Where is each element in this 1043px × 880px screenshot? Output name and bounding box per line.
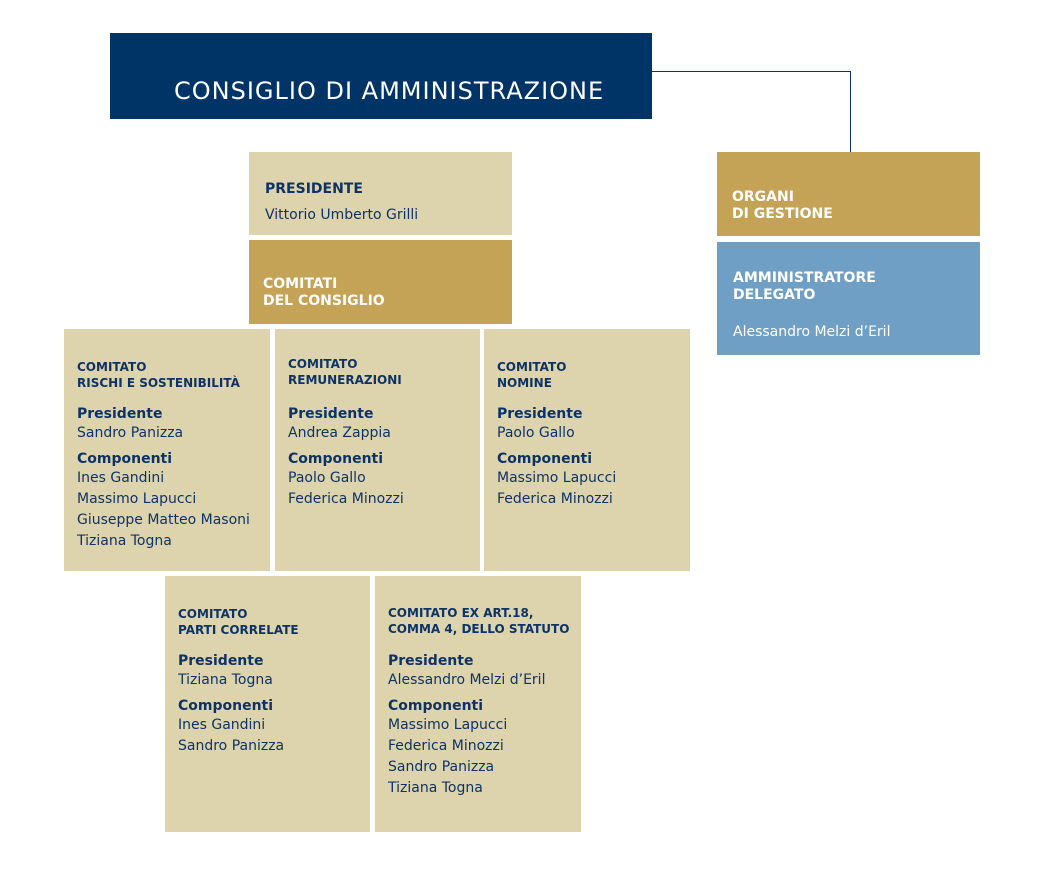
committee-member: Sandro Panizza bbox=[178, 738, 285, 754]
committee-president: Alessandro Melzi d’Eril bbox=[388, 672, 546, 688]
president-name: Vittorio Umberto Grilli bbox=[265, 207, 419, 223]
president-role-label: Presidente bbox=[178, 653, 264, 669]
committee-title: COMITATO PARTI CORRELATE bbox=[178, 607, 299, 637]
members-role-label: Componenti bbox=[288, 451, 384, 467]
committee-member: Massimo Lapucci bbox=[77, 491, 197, 507]
ceo-name: Alessandro Melzi d’Eril bbox=[733, 324, 891, 340]
president-role-label: Presidente bbox=[388, 653, 474, 669]
committees-header-box: COMITATI DEL CONSIGLIO bbox=[249, 240, 512, 324]
committee-title: COMITATO NOMINE bbox=[497, 360, 567, 390]
committee-title: COMITATO EX ART.18, COMMA 4, DELLO STATU… bbox=[388, 606, 570, 636]
president-role-label: Presidente bbox=[497, 406, 583, 422]
committee-title: COMITATO REMUNERAZIONI bbox=[288, 357, 402, 387]
committee-member: Tiziana Togna bbox=[77, 533, 172, 549]
committee-president: Sandro Panizza bbox=[77, 425, 184, 441]
president-box: PRESIDENTE Vittorio Umberto Grilli bbox=[249, 152, 512, 235]
board-title: CONSIGLIO DI AMMINISTRAZIONE bbox=[174, 77, 605, 105]
connector-vertical bbox=[850, 71, 851, 152]
members-role-label: Componenti bbox=[77, 451, 173, 467]
committee-title: COMITATO RISCHI E SOSTENIBILITÀ bbox=[77, 360, 240, 390]
members-role-label: Componenti bbox=[388, 698, 484, 714]
committee-member: Federica Minozzi bbox=[497, 491, 613, 507]
members-role-label: Componenti bbox=[497, 451, 593, 467]
committee-member: Federica Minozzi bbox=[288, 491, 404, 507]
committees-header-label: COMITATI DEL CONSIGLIO bbox=[263, 276, 385, 309]
committee-remuneration-box: COMITATO REMUNERAZIONI Presidente Andrea… bbox=[275, 329, 480, 571]
connector-horizontal bbox=[652, 71, 851, 72]
president-label: PRESIDENTE bbox=[265, 181, 363, 197]
president-role-label: Presidente bbox=[77, 406, 163, 422]
ceo-label: AMMINISTRATORE DELEGATO bbox=[733, 270, 876, 303]
committee-risk-box: COMITATO RISCHI E SOSTENIBILITÀ Presiden… bbox=[64, 329, 270, 571]
committee-related-parties-box: COMITATO PARTI CORRELATE Presidente Tizi… bbox=[165, 576, 370, 832]
committee-member: Giuseppe Matteo Masoni bbox=[77, 512, 250, 528]
organs-box: ORGANI DI GESTIONE bbox=[717, 152, 980, 236]
president-role-label: Presidente bbox=[288, 406, 374, 422]
committee-president: Tiziana Togna bbox=[178, 672, 273, 688]
board-box: CONSIGLIO DI AMMINISTRAZIONE bbox=[110, 33, 652, 119]
committee-president: Paolo Gallo bbox=[497, 425, 575, 441]
committee-member: Tiziana Togna bbox=[388, 780, 483, 796]
committee-nominations-box: COMITATO NOMINE Presidente Paolo Gallo C… bbox=[484, 329, 690, 571]
committee-member: Ines Gandini bbox=[178, 717, 266, 733]
organs-label: ORGANI DI GESTIONE bbox=[732, 189, 833, 222]
committee-member: Sandro Panizza bbox=[388, 759, 495, 775]
committee-member: Federica Minozzi bbox=[388, 738, 504, 754]
committee-art18-box: COMITATO EX ART.18, COMMA 4, DELLO STATU… bbox=[375, 576, 581, 832]
committee-president: Andrea Zappia bbox=[288, 425, 391, 441]
committee-member: Paolo Gallo bbox=[288, 470, 366, 486]
committee-member: Massimo Lapucci bbox=[497, 470, 617, 486]
ceo-box: AMMINISTRATORE DELEGATO Alessandro Melzi… bbox=[717, 242, 980, 355]
members-role-label: Componenti bbox=[178, 698, 274, 714]
committee-member: Ines Gandini bbox=[77, 470, 165, 486]
committee-member: Massimo Lapucci bbox=[388, 717, 508, 733]
